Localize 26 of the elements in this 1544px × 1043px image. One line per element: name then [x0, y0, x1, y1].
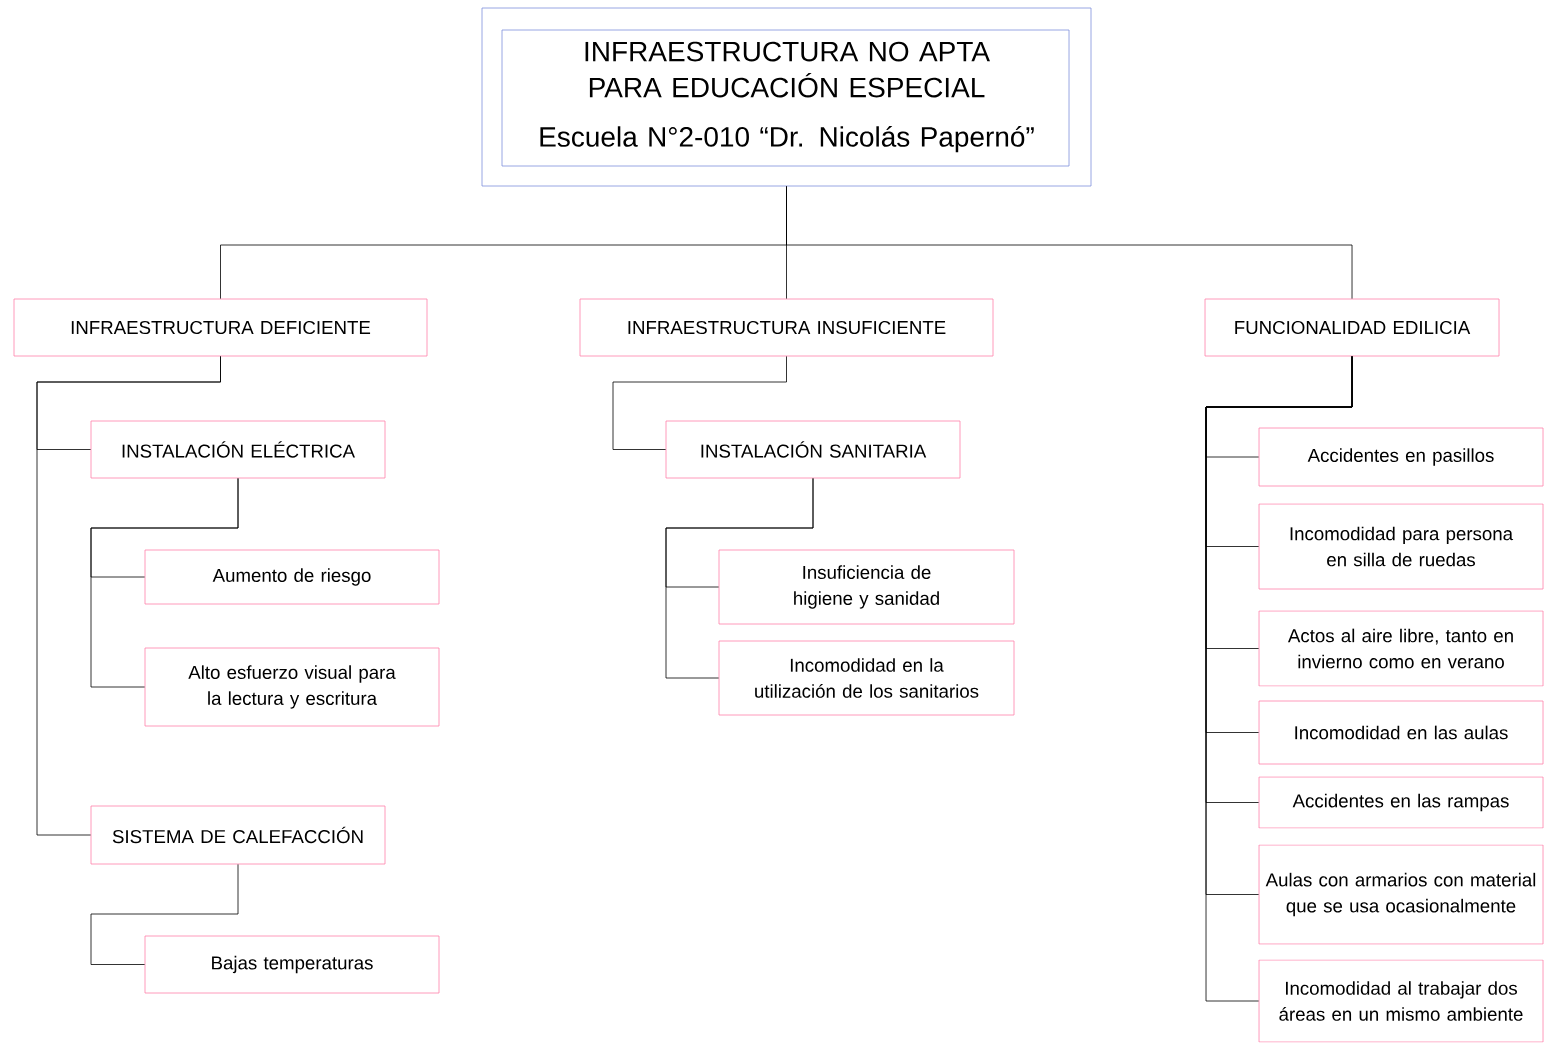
box: Actos al aire libre, tanto en invierno como en verano	[1258, 610, 1544, 687]
connector-line	[786, 186, 1353, 299]
box: INFRAESTRUCTURA INSUFICIENTE	[579, 298, 994, 357]
box: SISTEMA DE CALEFACCIÓN	[90, 805, 386, 865]
box: Incomodidad al trabajar dos áreas en un mismo ambiente	[1258, 959, 1544, 1043]
title-box: INFRAESTRUCTURA NO APTA PARA EDUCACIÓN ESPECIAL Escuela N°2-010 “Dr. Nicolás Papernó”	[481, 7, 1092, 187]
box: Alto esfuerzo visual para la lectura y escritura	[144, 647, 440, 727]
box: FUNCIONALIDAD EDILICIA	[1204, 298, 1500, 357]
box: Aumento de riesgo	[144, 549, 440, 605]
connector-line	[90, 864, 239, 965]
box: Aulas con armarios con material que se usa ocasionalmente	[1258, 844, 1544, 945]
connector-line	[665, 478, 814, 679]
box: Incomodidad en las aulas	[1258, 700, 1544, 765]
box: Accidentes en las rampas	[1258, 776, 1544, 829]
box: Incomodidad para persona en silla de ruedas	[1258, 503, 1544, 590]
connector-line	[90, 478, 239, 688]
connector-line	[612, 356, 787, 450]
box: Incomodidad en la utilización de los sanitarios	[718, 640, 1015, 716]
box: Accidentes en pasillos	[1258, 427, 1544, 487]
box: INSTALACIÓN ELÉCTRICA	[90, 420, 386, 479]
connector-line	[1205, 356, 1353, 1002]
connector-line	[36, 356, 221, 836]
box: Insuficiencia de higiene y sanidad	[718, 549, 1015, 625]
box: Bajas temperaturas	[144, 935, 440, 994]
box: INFRAESTRUCTURA DEFICIENTE	[13, 298, 428, 357]
box: INSTALACIÓN SANITARIA	[665, 420, 961, 479]
